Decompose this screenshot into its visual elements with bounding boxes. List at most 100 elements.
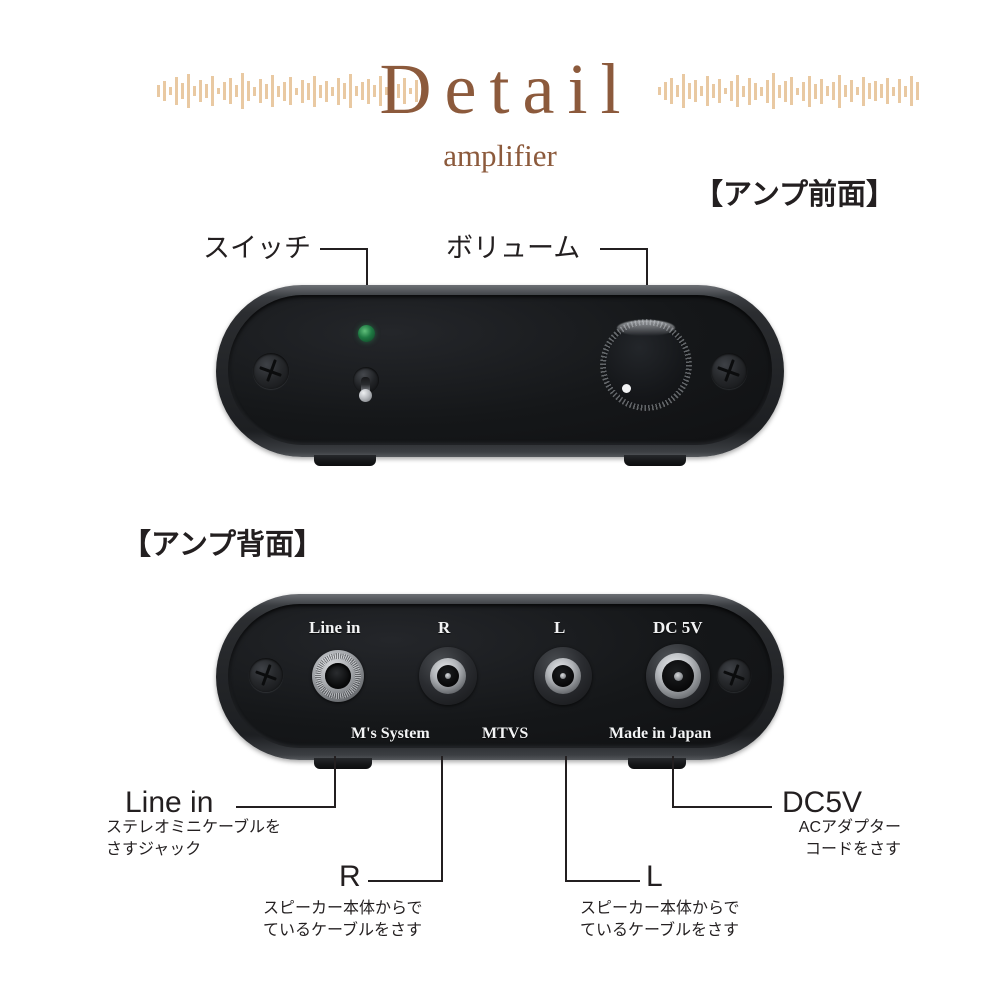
- waveform-bar: [760, 86, 763, 96]
- waveform-bar: [217, 88, 220, 94]
- jack-pin: [445, 673, 451, 679]
- waveform-bar: [778, 84, 781, 98]
- amp-front-foot-right: [624, 455, 686, 466]
- waveform-bar: [349, 74, 352, 108]
- amp-front-chassis: [216, 285, 784, 466]
- callout-dc5v: DC5V: [782, 786, 862, 820]
- power-toggle-knob-tip[interactable]: [359, 389, 372, 402]
- waveform-bar: [277, 85, 280, 97]
- callout-l-leader-horizontal: [565, 880, 640, 882]
- waveform-bar: [658, 87, 661, 95]
- panel-model-mtvs: MTVS: [482, 725, 529, 742]
- waveform-bar: [706, 76, 709, 106]
- power-toggle-lever[interactable]: [361, 377, 370, 394]
- waveform-bar: [802, 81, 805, 101]
- waveform-bar: [241, 73, 244, 109]
- waveform-bar: [235, 85, 238, 97]
- waveform-bar: [259, 79, 262, 103]
- callout-dc5v-leader-vertical: [672, 756, 674, 808]
- jack-speaker-l[interactable]: [534, 647, 592, 705]
- waveform-bar: [718, 79, 721, 103]
- panel-label-dc5v: DC 5V: [653, 618, 703, 637]
- waveform-bar: [247, 81, 250, 101]
- section-heading-front: 【アンプ前面】: [694, 179, 895, 211]
- callout-line-in-description: ステレオミニケーブルを さすジャック: [106, 817, 281, 861]
- waveform-bar: [700, 86, 703, 96]
- waveform-bar: [211, 76, 214, 106]
- waveform-bar: [910, 76, 913, 106]
- callout-r-leader-vertical: [441, 756, 443, 882]
- amp-rear-chassis: Line in R L DC 5V M's System MTVS Made i…: [216, 594, 784, 769]
- waveform-bar: [766, 79, 769, 103]
- callout-r-description: スピーカー本体からで ているケーブルをさす: [263, 898, 423, 942]
- waveform-bar: [748, 77, 751, 105]
- waveform-bar: [409, 88, 412, 94]
- callout-r-desc-line1: スピーカー本体からで: [263, 900, 423, 917]
- waveform-bar: [157, 85, 160, 97]
- waveform-bar: [754, 82, 757, 100]
- waveform-bar: [163, 81, 166, 101]
- callout-line-in-leader-horizontal: [236, 806, 336, 808]
- callout-l: L: [646, 860, 663, 894]
- waveform-bar: [808, 75, 811, 107]
- waveform-bar: [313, 75, 316, 107]
- jack-line-in[interactable]: [312, 650, 364, 702]
- waveform-bar: [904, 85, 907, 97]
- jack-dc-power[interactable]: [646, 644, 710, 708]
- amp-rear-foot-left: [314, 758, 372, 769]
- waveform-bar: [283, 81, 286, 101]
- jack-speaker-r[interactable]: [419, 647, 477, 705]
- waveform-bar: [874, 81, 877, 101]
- waveform-bar: [325, 80, 328, 102]
- callout-r-desc-line2: ているケーブルをさす: [263, 922, 423, 939]
- callout-dc5v-leader-horizontal: [672, 806, 772, 808]
- waveform-bar: [361, 82, 364, 100]
- waveform-bar: [223, 82, 226, 100]
- waveform-bar: [337, 77, 340, 105]
- jack-pin: [673, 671, 683, 681]
- waveform-bar: [379, 76, 382, 106]
- waveform-bar: [670, 78, 673, 104]
- callout-switch-label: スイッチ: [203, 233, 311, 263]
- volume-knob[interactable]: [600, 319, 692, 411]
- callout-r: R: [339, 860, 361, 894]
- waveform-bar: [844, 85, 847, 97]
- amp-rear-foot-right: [628, 758, 686, 769]
- waveform-bar: [289, 77, 292, 105]
- screw-right: [711, 353, 747, 389]
- page-subtitle: amplifier: [443, 138, 557, 173]
- waveform-bar: [796, 87, 799, 95]
- callout-line-in-label: Line in: [125, 786, 214, 819]
- callout-l-description: スピーカー本体からで ているケーブルをさす: [580, 898, 740, 942]
- callout-volume: ボリューム: [446, 232, 580, 264]
- waveform-bar: [742, 85, 745, 97]
- waveform-decoration-left: [157, 66, 418, 116]
- callout-volume-leader-horizontal: [600, 248, 648, 250]
- callout-dc5v-label: DC5V: [782, 786, 863, 819]
- section-heading-rear: 【アンプ背面】: [122, 529, 323, 561]
- waveform-bar: [772, 73, 775, 109]
- callout-switch-leader-horizontal: [320, 248, 368, 250]
- callout-line-in-leader-vertical: [334, 756, 336, 808]
- waveform-bar: [868, 83, 871, 99]
- callout-l-desc-line2: ているケーブルをさす: [580, 922, 740, 939]
- waveform-bar: [892, 86, 895, 96]
- waveform-bar: [676, 85, 679, 97]
- waveform-bar: [694, 80, 697, 102]
- waveform-bar: [169, 87, 172, 95]
- jack-pin: [560, 673, 566, 679]
- screw-left: [253, 353, 289, 389]
- callout-volume-label: ボリューム: [446, 233, 581, 263]
- waveform-bar: [319, 84, 322, 98]
- volume-knob-indicator: [622, 384, 631, 393]
- waveform-bar: [343, 83, 346, 99]
- waveform-bar: [880, 84, 883, 98]
- waveform-bar: [181, 83, 184, 99]
- waveform-bar: [391, 81, 394, 101]
- screw-left: [249, 658, 283, 692]
- waveform-bar: [367, 78, 370, 104]
- waveform-bar: [205, 84, 208, 98]
- page-title: Detail: [379, 49, 634, 129]
- waveform-bar: [175, 77, 178, 105]
